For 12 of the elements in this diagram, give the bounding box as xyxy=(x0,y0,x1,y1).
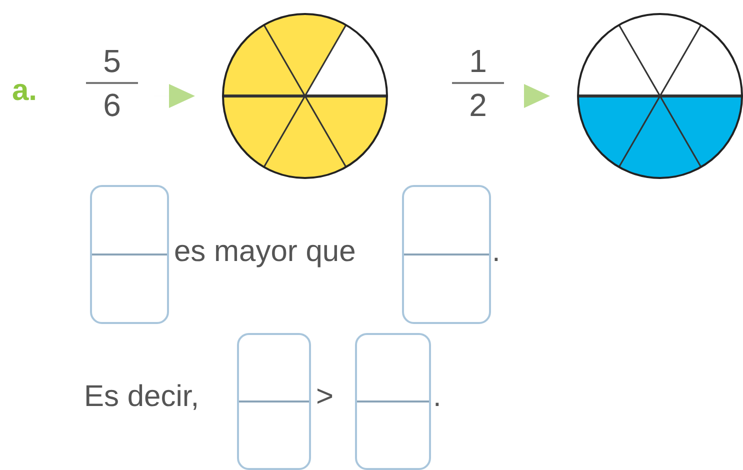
denominator: 2 xyxy=(468,86,488,124)
item-letter: a. xyxy=(12,74,38,108)
numerator: 1 xyxy=(468,42,488,80)
fraction-circle-drawing xyxy=(576,12,743,180)
denominator: 6 xyxy=(102,86,122,124)
period: . xyxy=(492,235,500,269)
comparison-sign: > xyxy=(316,380,334,414)
numerator: 5 xyxy=(102,42,122,80)
period: . xyxy=(433,380,442,414)
sentence-text: Es decir, xyxy=(84,380,200,414)
sentence-text: es mayor que xyxy=(174,235,356,269)
fraction-circle-drawing xyxy=(221,12,389,180)
